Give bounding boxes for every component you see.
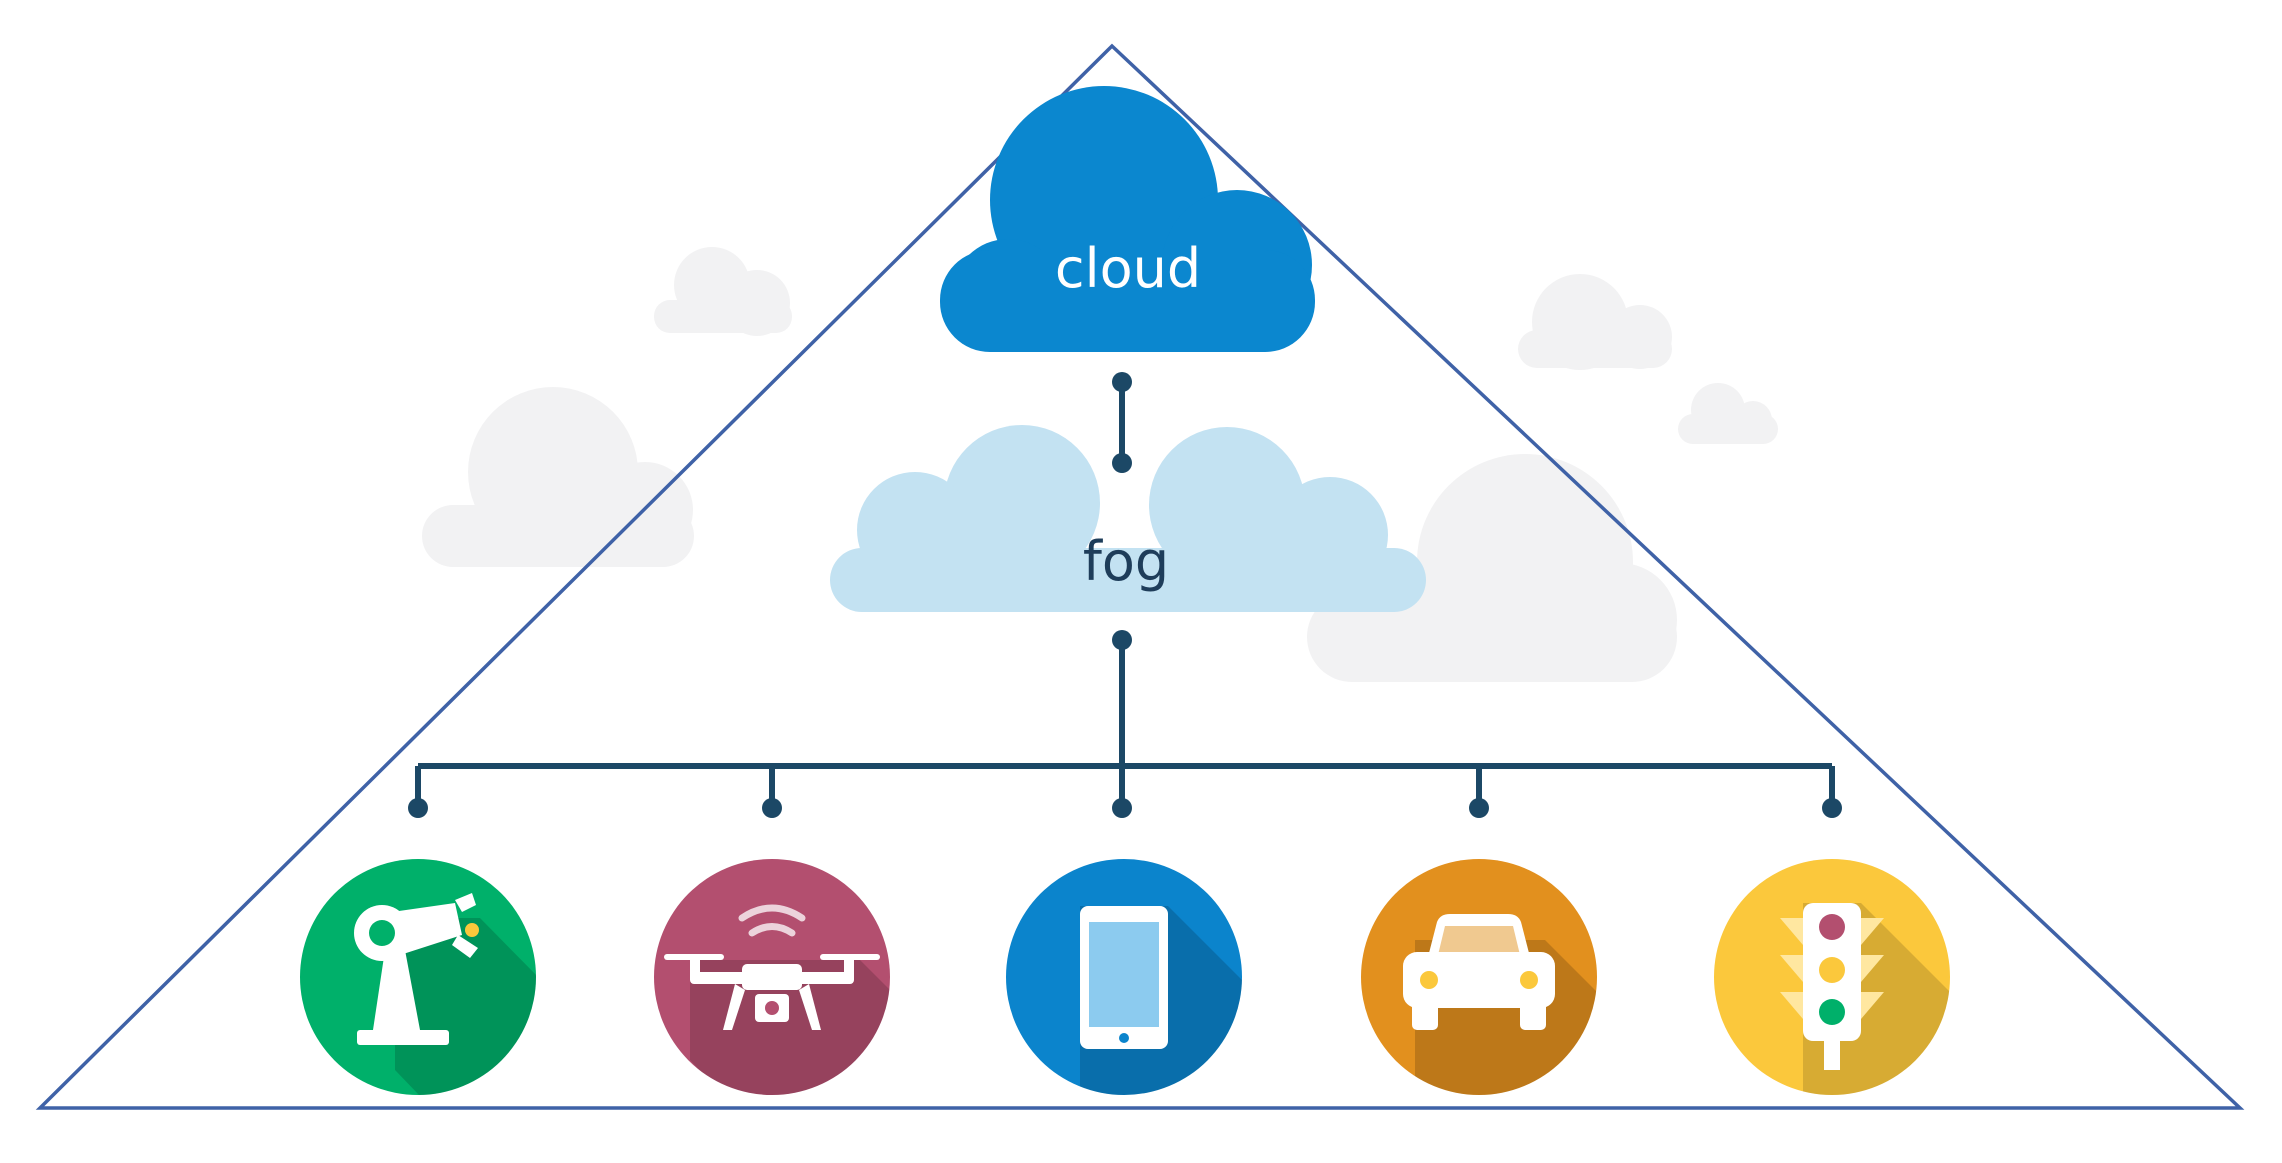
fog-layer: fog	[830, 425, 1426, 612]
background-cloud-right-large	[1307, 454, 1677, 682]
connector-node	[762, 798, 782, 818]
cloud-shape	[940, 86, 1315, 352]
cloud-layer: cloud	[940, 86, 1315, 352]
device-drone	[654, 859, 890, 1095]
connector-node	[408, 798, 428, 818]
background-cloud-small-left	[654, 247, 792, 336]
car-icon	[1403, 914, 1555, 1030]
connector-node	[1112, 630, 1132, 650]
background-cloud-right-small	[1678, 383, 1778, 444]
device-smartphone	[1006, 859, 1242, 1095]
pyramid-outline	[35, 43, 2245, 1110]
long-shadow	[395, 918, 536, 1095]
background-cloud-right-top	[1518, 274, 1672, 370]
background-cloud-large-left	[422, 387, 694, 567]
cloud-label: cloud	[1055, 237, 1201, 300]
connector-node	[1112, 798, 1132, 818]
cloud-fog-connector	[1112, 372, 1132, 473]
device-car	[1361, 859, 1597, 1095]
connector-node	[1112, 453, 1132, 473]
connector-node	[1822, 798, 1842, 818]
traffic-light-icon	[1780, 903, 1884, 1070]
smartphone-icon	[1080, 906, 1168, 1049]
long-shadow	[690, 960, 890, 1095]
fog-shape	[830, 425, 1426, 612]
drone-icon	[664, 904, 880, 1030]
device-robot-arm	[300, 859, 536, 1095]
background-clouds	[422, 247, 1778, 682]
fog-device-nodes	[408, 630, 1842, 818]
connector-node	[1112, 372, 1132, 392]
connector-node	[1469, 798, 1489, 818]
device-traffic-light	[1714, 859, 1950, 1095]
fog-label: fog	[1083, 530, 1169, 593]
